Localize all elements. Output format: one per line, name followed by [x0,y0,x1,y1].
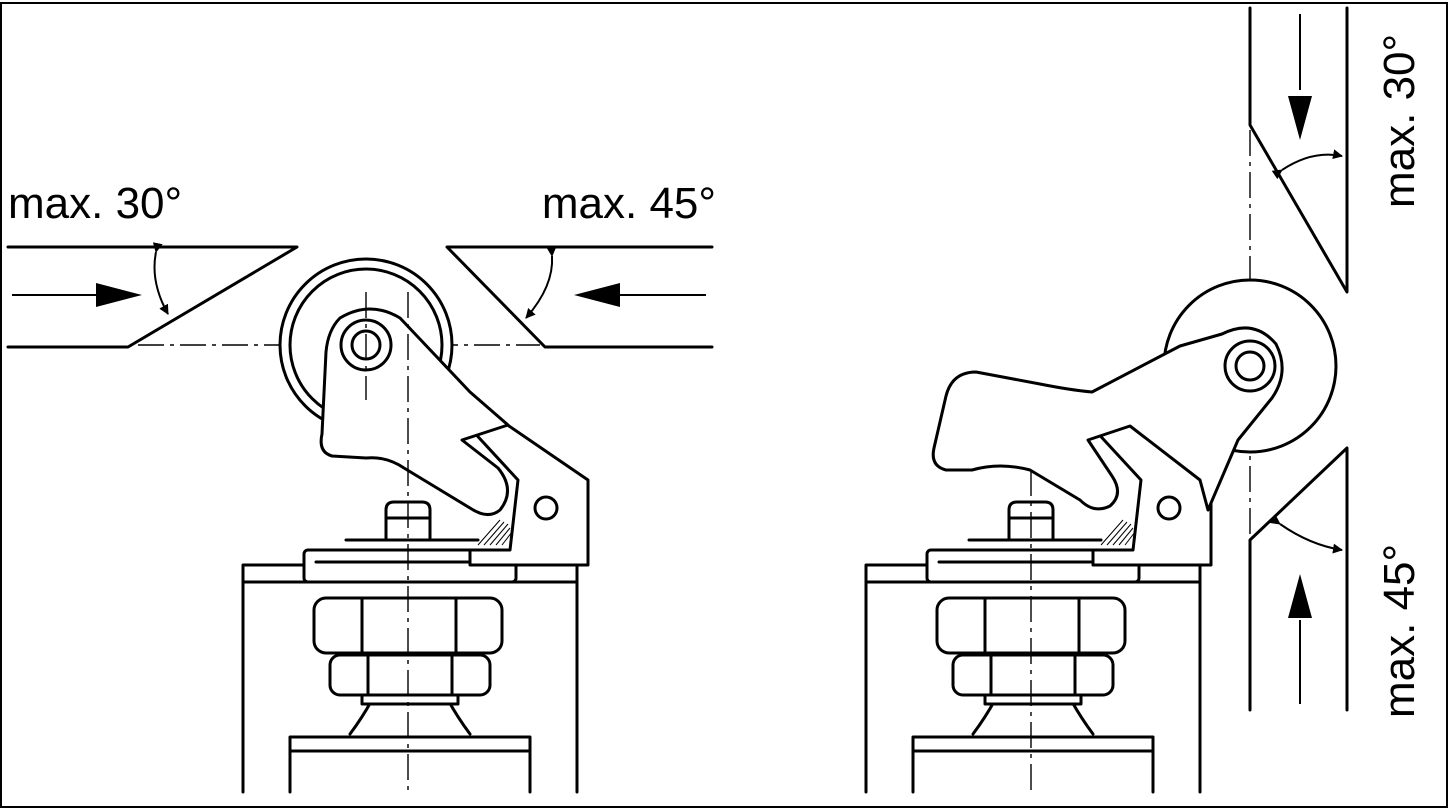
switch-housing-right [864,500,1202,794]
label-max-45-right: max. 45° [1375,544,1424,718]
label-max-30-right: max. 30° [1375,34,1424,208]
label-max-45-left: max. 45° [542,179,716,228]
lever-bracket [468,422,590,567]
top-cam-30 [1248,6,1349,294]
roller-lever-right [931,326,1284,512]
right-cam-45 [445,245,714,349]
right-view: max. 30° max. 45° [864,6,1424,794]
label-max-30-left: max. 30° [8,179,182,228]
left-cam-30 [6,242,299,349]
switch-housing [241,500,579,794]
bottom-cam-45 [1248,446,1349,712]
hatching-right [1100,519,1136,546]
left-view: max. 30° max. 45° [6,179,716,794]
roller-lever [319,307,510,516]
hatching [477,519,513,546]
